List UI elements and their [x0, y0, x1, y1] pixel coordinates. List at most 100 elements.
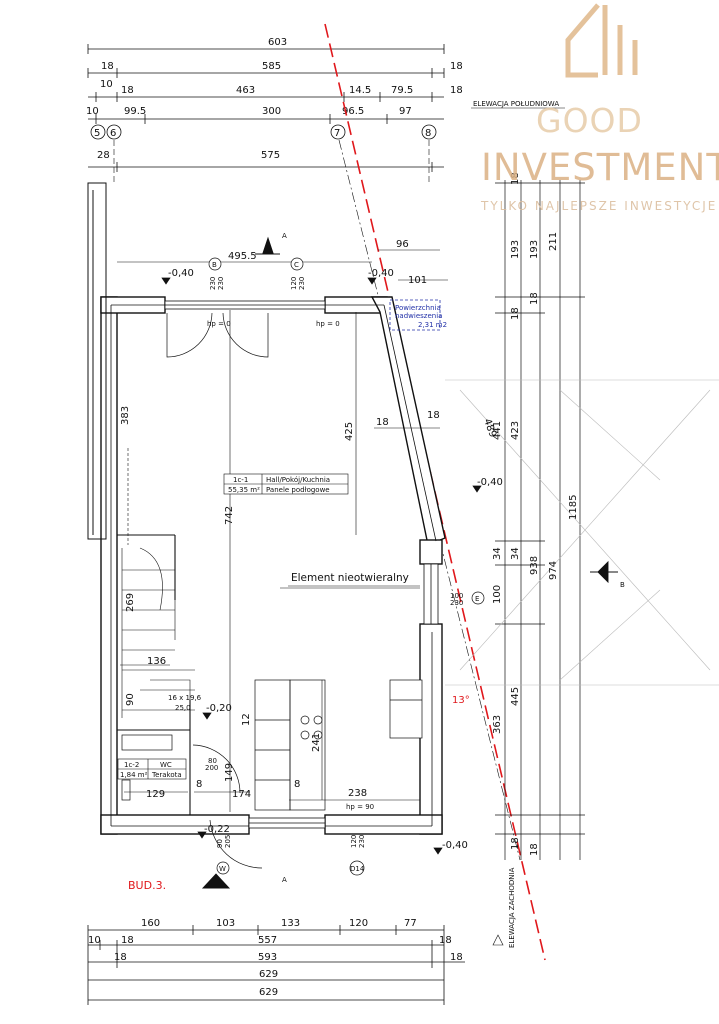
- dim-top-14-5: 14.5: [349, 85, 371, 96]
- room-main-area: 55,35 m²: [228, 486, 260, 494]
- dim-241: 241: [311, 733, 322, 752]
- hp-0-b: hp = 0: [316, 320, 340, 328]
- dim-742: 742: [224, 506, 235, 525]
- dim-174: 174: [232, 789, 251, 800]
- dim-r-363: 363: [492, 715, 503, 734]
- dim-bot-557: 557: [258, 935, 277, 946]
- room-label-wc: [117, 758, 187, 780]
- dim-r-193a: 193: [510, 240, 521, 259]
- dim-8b: 8: [294, 779, 300, 790]
- stair-spec-2: 25,0: [175, 704, 191, 712]
- dim-96: 96: [396, 239, 409, 250]
- sym-b: B: [212, 261, 217, 269]
- logo-tagline: TYLKO NAJLEPSZE INWESTYCJE: [481, 199, 718, 213]
- dim-r-211: 211: [548, 232, 559, 251]
- door2-bot: 205: [224, 835, 232, 848]
- level-2: -0,40: [368, 268, 394, 279]
- top-dimension-chains: [87, 44, 445, 172]
- dim-bot-629a: 629: [259, 969, 278, 980]
- dim-r-18a: 18: [510, 172, 521, 185]
- room-main-code: 1c-1: [233, 476, 248, 484]
- dim-238: 238: [348, 788, 367, 799]
- sym-e: E: [475, 595, 479, 603]
- dim-bot-18a: 18: [121, 935, 134, 946]
- section-a-bottom: A: [282, 876, 287, 884]
- dim-425: 425: [344, 422, 355, 441]
- door-bot: 200: [205, 764, 218, 772]
- left-outer-wall: [87, 182, 107, 540]
- dim-bot-18c: 18: [114, 952, 127, 963]
- dim-top-18a: 18: [101, 61, 114, 72]
- building-label: BUD.3.: [128, 879, 166, 892]
- logo-mark: [565, 3, 638, 78]
- axis-6: 6: [110, 128, 116, 139]
- neighbour-hatch: [445, 379, 719, 686]
- right-dimension-chains: [495, 180, 585, 860]
- level-6: -0,40: [442, 840, 468, 851]
- section-b: B: [620, 581, 625, 589]
- dim-top-99-5: 99.5: [124, 106, 146, 117]
- overhang-text-3: 2,31 m2: [418, 321, 447, 329]
- dim-90: 90: [125, 693, 136, 706]
- elevation-south-label: ELEWACJA POŁUDNIOWA: [473, 100, 559, 108]
- sym-d14: D14: [350, 865, 365, 873]
- dim-bot-10: 10: [88, 935, 101, 946]
- dim-top-463: 463: [236, 85, 255, 96]
- room-label-main: [223, 473, 349, 495]
- angle-label: 13°: [452, 695, 470, 706]
- dim-top-96-5: 96.5: [342, 106, 364, 117]
- room-main-name: Hall/Pokój/Kuchnia: [266, 476, 330, 484]
- element-fixed-label: Element nieotwieralny: [291, 572, 409, 584]
- dim-495-5: 495.5: [228, 251, 257, 262]
- dim-top-603: 603: [268, 37, 287, 48]
- room-wc-code: 1c-2: [124, 761, 139, 769]
- dim-bot-103: 103: [216, 918, 235, 929]
- windows: [164, 300, 439, 829]
- door-top: 80: [208, 757, 217, 765]
- win-c-top: 100: [450, 592, 463, 600]
- dim-top-97: 97: [399, 106, 412, 117]
- level-markers: [161, 277, 482, 855]
- dim-top-18c: 18: [121, 85, 134, 96]
- win-d-top: 120: [350, 835, 358, 848]
- grid-axes: [90, 124, 437, 140]
- dim-top-575: 575: [261, 150, 280, 161]
- door2-top: 90: [216, 839, 224, 848]
- dim-r-193b: 193: [529, 240, 540, 259]
- dim-r-18c: 18: [529, 292, 540, 305]
- wall-inner-lines: [110, 304, 437, 827]
- kitchen-units: [254, 679, 423, 811]
- opening-symbols: [208, 257, 485, 876]
- axis-lines: [113, 140, 430, 185]
- dim-r-100: 100: [492, 585, 503, 604]
- dim-8a: 8: [196, 779, 202, 790]
- hp-0-a: hp = 0: [207, 320, 231, 328]
- wc-fixtures: [121, 734, 173, 801]
- dim-top-585: 585: [262, 61, 281, 72]
- overhang-box: [389, 299, 441, 331]
- dim-18-left: 18: [376, 417, 389, 428]
- dim-r-18b: 18: [510, 307, 521, 320]
- level-4: -0,20: [206, 703, 232, 714]
- win-b-top: 120: [290, 277, 298, 290]
- dim-bot-18b: 18: [439, 935, 452, 946]
- win-d-bot: 230: [358, 835, 366, 848]
- dim-bot-133: 133: [281, 918, 300, 929]
- dim-136: 136: [147, 656, 166, 667]
- bottom-dimension-chains: [87, 925, 465, 1005]
- logo-good-text: GOOD: [536, 101, 643, 140]
- dim-r-445: 445: [510, 687, 521, 706]
- dim-bot-593: 593: [258, 952, 277, 963]
- stairs: [121, 448, 195, 725]
- section-a-top: A: [282, 232, 287, 240]
- stair-spec-1: 16 x 19,6: [168, 694, 202, 702]
- dim-12: 12: [241, 713, 252, 726]
- dim-r-1185: 1185: [568, 495, 579, 520]
- room-wc-name: WC: [160, 761, 172, 769]
- elevation-west-marker: [492, 934, 504, 946]
- dim-bot-629b: 629: [259, 987, 278, 998]
- overhang-text-1: Powierzchnia: [395, 304, 441, 312]
- room-main-floor: Panele podłogowe: [266, 486, 330, 494]
- dim-149: 149: [224, 763, 235, 782]
